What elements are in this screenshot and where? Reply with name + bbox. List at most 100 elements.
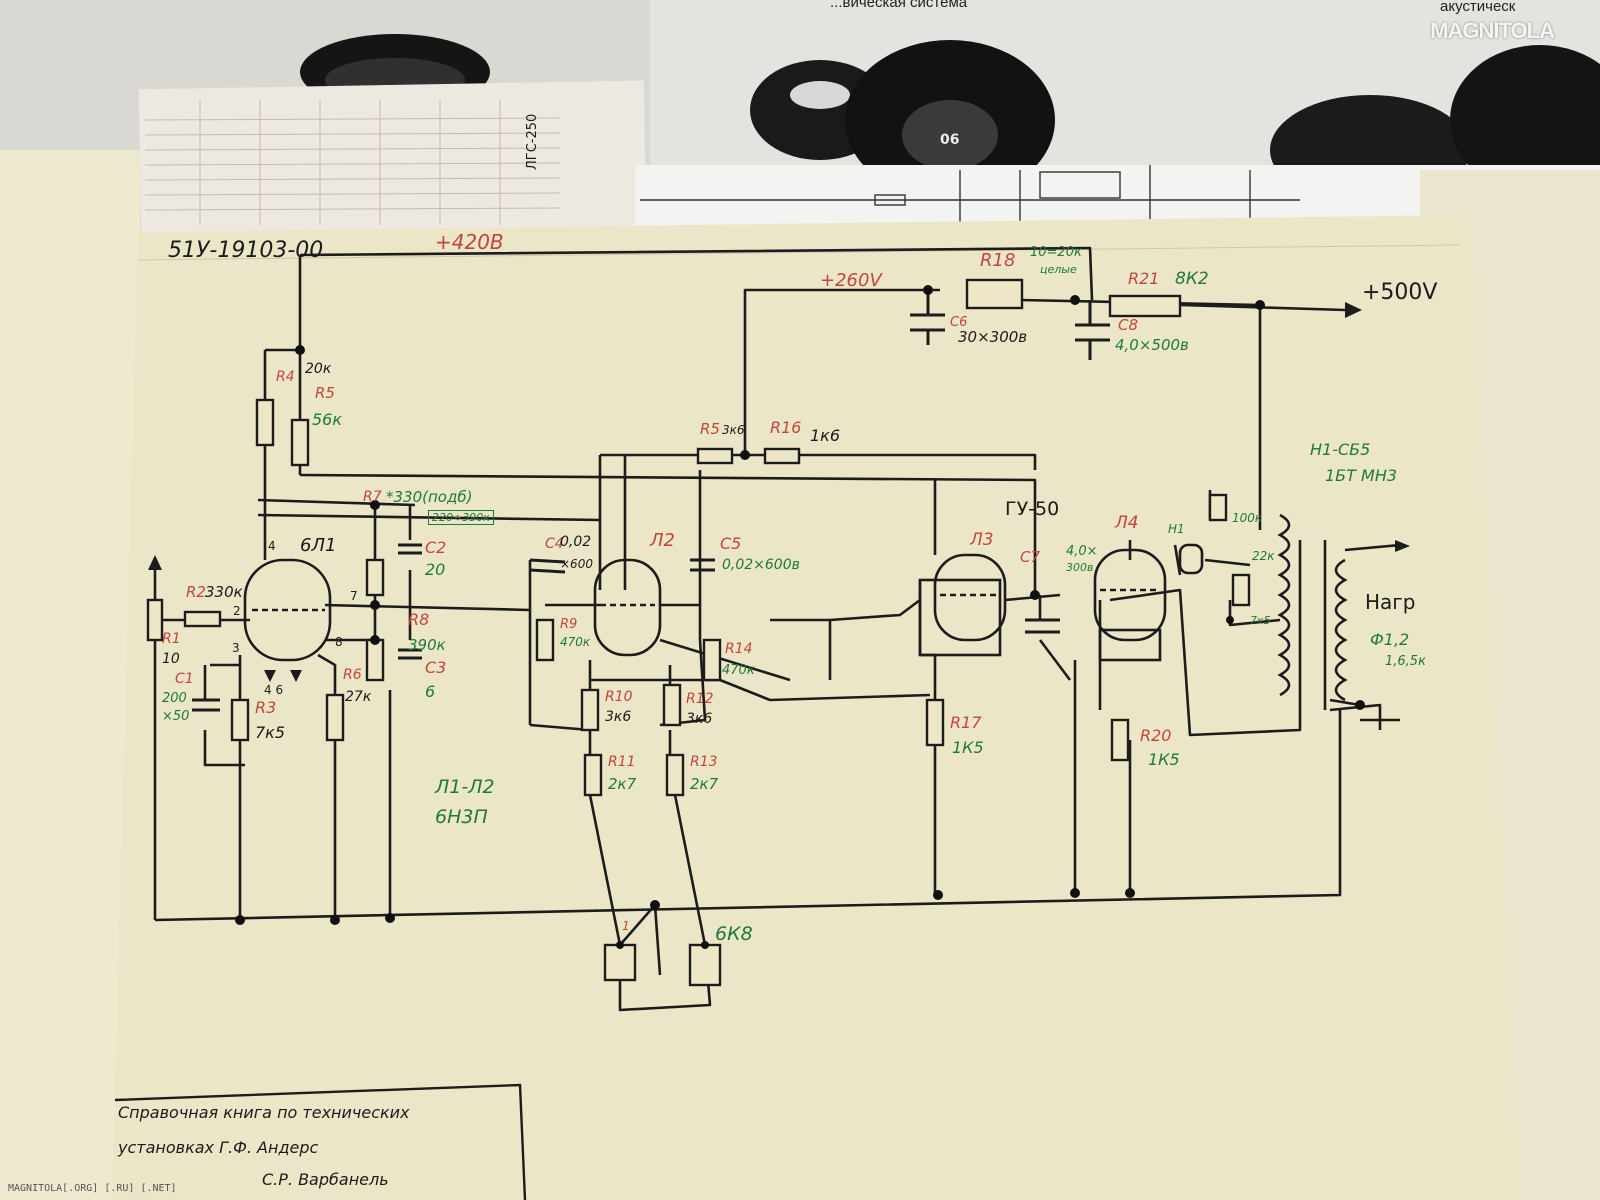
- c1-value2: ×50: [162, 709, 190, 724]
- r20-label: R20: [1140, 726, 1172, 745]
- resistor-r11: [583, 753, 603, 797]
- tube1-pin7: 7: [350, 589, 358, 603]
- tubes-note: Л1-Л2: [435, 776, 495, 798]
- r5-label: R5: [315, 384, 335, 402]
- r11-value: 2к7: [608, 775, 637, 793]
- reference-line-1: Справочная книга по технических: [118, 1103, 410, 1122]
- r18-note: 10=20к: [1030, 245, 1082, 260]
- c4-value: 0,02: [560, 534, 592, 550]
- resistor-r1: [146, 598, 164, 642]
- resistor-r6: [325, 693, 345, 742]
- r16-value: 1к6: [810, 426, 841, 445]
- r16-label: R16: [770, 418, 802, 437]
- r8-value: 390к: [408, 636, 446, 654]
- resistor-r17: [925, 698, 945, 747]
- diode-pin: 1: [622, 919, 630, 933]
- notebook-sheet: [112, 215, 1520, 1200]
- r10-label: R10: [605, 689, 633, 705]
- r6-label: R6: [343, 667, 362, 683]
- r7-value: *330(подб): [386, 488, 473, 506]
- resistor-r18: [965, 278, 1024, 310]
- load-label: Нагр: [1365, 590, 1416, 614]
- brand-logo: MAGNITOLA: [1430, 18, 1555, 43]
- components: [146, 278, 1251, 987]
- r11-label: R11: [608, 754, 636, 770]
- r15-value: 3к6: [722, 423, 745, 437]
- top-caption-right: акустическ: [1440, 0, 1516, 15]
- r7-range: 220÷390к: [428, 510, 494, 525]
- c3-label: C3: [425, 658, 447, 677]
- load-value2: 1,6,5к: [1385, 654, 1426, 669]
- diode-label: 6К8: [715, 923, 753, 945]
- supply-500: +500V: [1362, 280, 1438, 305]
- resistor-r5: [290, 418, 310, 467]
- r13-label: R13: [690, 754, 718, 770]
- tubes: [243, 513, 1401, 710]
- c6-value: 30×300в: [958, 328, 1028, 346]
- c2-value: 20: [425, 560, 446, 579]
- speaker-2: [750, 40, 1055, 200]
- r21-value: 8К2: [1175, 269, 1209, 289]
- r15-label: R5: [700, 420, 720, 438]
- r13-value: 2к7: [690, 775, 719, 793]
- r6-value: 27к: [345, 689, 372, 705]
- tube1-label: 6Л1: [300, 535, 337, 556]
- r14-value: 470к: [722, 663, 755, 678]
- c1-label: C1: [175, 671, 194, 687]
- tube-l3-frame: [918, 578, 1002, 657]
- transformer-primary: [1277, 513, 1291, 697]
- supply-260: +260V: [820, 270, 882, 291]
- tube-l2: [593, 558, 662, 657]
- r18-note2: целые: [1040, 263, 1077, 276]
- lamp-label: Н1: [1168, 522, 1185, 536]
- reference-line-2: установках Г.Ф. Андерс: [118, 1138, 319, 1157]
- transformer-secondary: [1334, 558, 1348, 702]
- resistor-r3: [230, 698, 250, 742]
- r12-label: R12: [686, 691, 714, 707]
- r18-label: R18: [980, 250, 1016, 271]
- resistor-r15: [696, 447, 734, 465]
- resistor-r21: [1108, 294, 1182, 318]
- graph-paper: [138, 80, 647, 240]
- resistor-r19: [1208, 493, 1228, 522]
- c1-value: 200: [162, 691, 187, 706]
- r7-label: R7: [363, 489, 382, 505]
- r21-label: R21: [1128, 269, 1160, 288]
- tube-type: ГУ-50: [1005, 498, 1060, 520]
- resistor-r13: [665, 753, 685, 797]
- c5-value: 0,02×600в: [722, 557, 800, 573]
- r19c-value: 7к5: [1250, 614, 1271, 627]
- r8-label: R8: [408, 610, 430, 629]
- diode-block-b: [688, 943, 722, 987]
- r1-label: R1: [162, 631, 181, 647]
- c8-value: 4,0×500в: [1115, 336, 1189, 354]
- reference-line-3: С.Р. Варбанель: [262, 1170, 389, 1189]
- c4-value2: ×600: [560, 557, 593, 571]
- r5-value: 56к: [312, 410, 343, 429]
- load-value: Ф1,2: [1370, 630, 1410, 649]
- title-code: 51У-19103-00: [168, 238, 324, 263]
- resistor-r14: [702, 638, 722, 682]
- lamp-type: Н1-СБ5: [1310, 440, 1371, 459]
- resistor-r2: [183, 610, 222, 628]
- r14-label: R14: [725, 641, 753, 657]
- resistor-r20: [1110, 718, 1130, 762]
- r20-value: 1К5: [1148, 750, 1180, 769]
- resistor-r4: [255, 398, 275, 447]
- tube-l4-base: [1098, 628, 1162, 662]
- c2-label: C2: [425, 538, 447, 557]
- c7-value: 4,0×: [1066, 544, 1098, 559]
- r4-value: 20к: [305, 361, 332, 377]
- resistor-r7: [365, 558, 385, 597]
- top-caption-left: ...вическая система: [830, 0, 968, 11]
- resistor-r19c: [1231, 573, 1251, 607]
- capacitors: [192, 290, 1110, 712]
- speaker-number: 06: [940, 132, 960, 148]
- r1-value: 10: [162, 651, 180, 667]
- tubes-note2: 6Н3П: [435, 806, 488, 828]
- arrows: [148, 302, 1410, 682]
- tube-l4: [1093, 548, 1167, 642]
- tube1-pin3: 3: [232, 641, 240, 655]
- resistor-r12: [662, 683, 682, 727]
- r3-label: R3: [255, 698, 277, 717]
